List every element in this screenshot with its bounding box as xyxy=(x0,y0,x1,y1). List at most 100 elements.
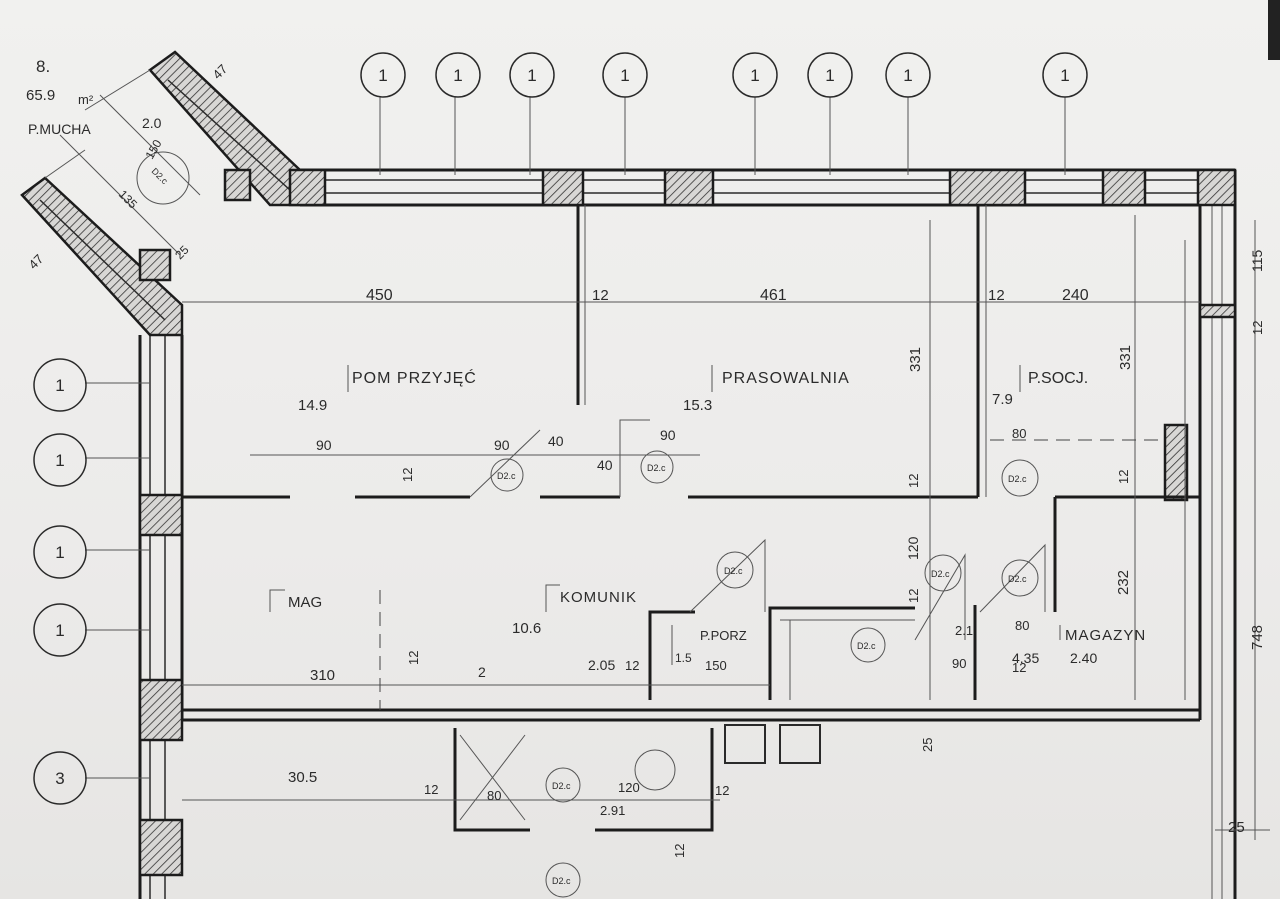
dimension-label: 80 xyxy=(487,788,501,803)
axis-label: 1 xyxy=(378,66,387,85)
dimension-label: 232 xyxy=(1115,570,1132,595)
dimension-label: 2.40 xyxy=(1070,650,1097,666)
axis-circle xyxy=(509,52,555,98)
dimension-label: 12 xyxy=(672,844,687,858)
axis-label: 1 xyxy=(1060,66,1069,85)
dimension-label: 12 xyxy=(1116,470,1131,484)
door-tag: D2.c xyxy=(647,463,666,473)
dimension-label: 150 xyxy=(705,658,727,673)
axis-circle xyxy=(602,52,648,98)
room-area: 10.6 xyxy=(512,620,541,637)
room-area: 1.5 xyxy=(675,651,692,665)
dimension-label: 12 xyxy=(715,783,729,798)
dimension-label: 12 xyxy=(906,474,921,488)
dimension-label: 12 xyxy=(424,782,438,797)
dimension-label: 47 xyxy=(26,251,47,272)
dimension-label: 12 xyxy=(400,468,415,482)
dimension-label: 2.91 xyxy=(600,803,625,818)
room-area: 15.3 xyxy=(683,397,712,414)
door-tag: D2.c xyxy=(931,569,950,579)
axis-circle xyxy=(33,433,87,487)
axis-circle xyxy=(33,751,87,805)
outer-walls xyxy=(20,50,1237,899)
dimension-label: 80 xyxy=(1012,426,1026,441)
dimension-label: 25 xyxy=(920,738,935,752)
dimension-label: 90 xyxy=(660,427,676,443)
dimension-label: 12 xyxy=(406,651,421,665)
dimension-label: 240 xyxy=(1062,287,1089,304)
dimension-label: 40 xyxy=(597,457,613,473)
door-tag: D2.c xyxy=(1008,474,1027,484)
dimension-label: 25 xyxy=(1228,819,1245,836)
door-tag: D2.c xyxy=(552,876,571,886)
door-tag: D2.c xyxy=(552,781,571,791)
axis-circle xyxy=(807,52,853,98)
room-name: KOMUNIK xyxy=(560,589,637,606)
room-area: 7.9 xyxy=(992,391,1013,408)
axis-label: 1 xyxy=(55,543,64,562)
axis-circle xyxy=(33,358,87,412)
dimension-label: 12 xyxy=(906,589,921,603)
dimension-label: 331 xyxy=(907,347,924,372)
door-tag: D2.c xyxy=(724,566,743,576)
axis-label: 1 xyxy=(750,66,759,85)
apartment-area: 65.9 xyxy=(26,87,55,104)
dimension-label: 2 xyxy=(478,664,486,680)
door-tags: D2.c D2.c D2.c D2.c D2.c D2.c D2.c D2.c … xyxy=(150,166,1027,886)
room-area: 14.9 xyxy=(298,397,327,414)
dimension-label: 90 xyxy=(494,437,510,453)
door-tag: D2.c xyxy=(857,641,876,651)
dimension-label: 12 xyxy=(1012,660,1026,675)
dimension-label: 450 xyxy=(366,287,393,304)
dimension-label: 90 xyxy=(952,656,966,671)
axis-circle xyxy=(732,52,778,98)
dimension-label: 461 xyxy=(760,287,787,304)
dimension-lines xyxy=(85,97,1270,840)
dimension-label: 310 xyxy=(310,667,335,684)
axis-label: 3 xyxy=(55,769,64,788)
dimension-label: 12 xyxy=(1250,321,1265,335)
dimension-label: 47 xyxy=(210,61,231,82)
area-unit: m² xyxy=(78,92,94,107)
room-labels: POM PRZYJĘĆ 14.9 PRASOWALNIA 15.3 P.SOCJ… xyxy=(288,368,1145,666)
axis-circle xyxy=(360,52,406,98)
room-area: 4.35 xyxy=(1012,650,1039,666)
axis-label: 1 xyxy=(903,66,912,85)
axis-label: 1 xyxy=(620,66,629,85)
dimension-label: 135 xyxy=(116,187,140,211)
axis-label: 1 xyxy=(453,66,462,85)
dimension-label: 30.5 xyxy=(288,769,317,786)
dimension-label: 331 xyxy=(1117,345,1134,370)
room-name: PRASOWALNIA xyxy=(722,370,850,387)
dimension-label: 120 xyxy=(618,780,640,795)
dimension-label: 80 xyxy=(1015,618,1029,633)
axis-label: 1 xyxy=(55,451,64,470)
axis-circle xyxy=(33,603,87,657)
paper-edge xyxy=(1268,0,1280,60)
door-tag: D2.c xyxy=(150,166,171,187)
dimension-label: 40 xyxy=(548,433,564,449)
left-axis-markers: 1 1 1 1 3 xyxy=(33,358,87,805)
owner-name: P.MUCHA xyxy=(28,121,91,137)
door-tag: D2.c xyxy=(1008,574,1027,584)
door-tag: D2.c xyxy=(497,471,516,481)
dimension-label: 115 xyxy=(1249,249,1265,272)
axis-label: 1 xyxy=(825,66,834,85)
dimension-label: 2.0 xyxy=(142,115,162,131)
room-name: P.SOCJ. xyxy=(1028,370,1088,387)
dimension-labels: 450 12 461 12 240 115 12 331 331 90 90 4… xyxy=(288,249,1266,858)
axis-label: 1 xyxy=(527,66,536,85)
axis-label: 1 xyxy=(55,376,64,395)
dimension-label: 25 xyxy=(172,243,192,263)
wall-pillars xyxy=(138,168,1237,877)
top-axis-markers: 1 1 1 1 1 1 1 1 xyxy=(360,52,1088,98)
dimension-label: 12 xyxy=(592,287,609,304)
dimension-label: 12 xyxy=(625,658,639,673)
dimension-label: 2.1 xyxy=(955,623,973,638)
axis-label: 1 xyxy=(55,621,64,640)
room-name: MAG xyxy=(288,594,322,611)
dimension-label: 2.05 xyxy=(588,657,615,673)
room-name: POM PRZYJĘĆ xyxy=(352,368,477,387)
